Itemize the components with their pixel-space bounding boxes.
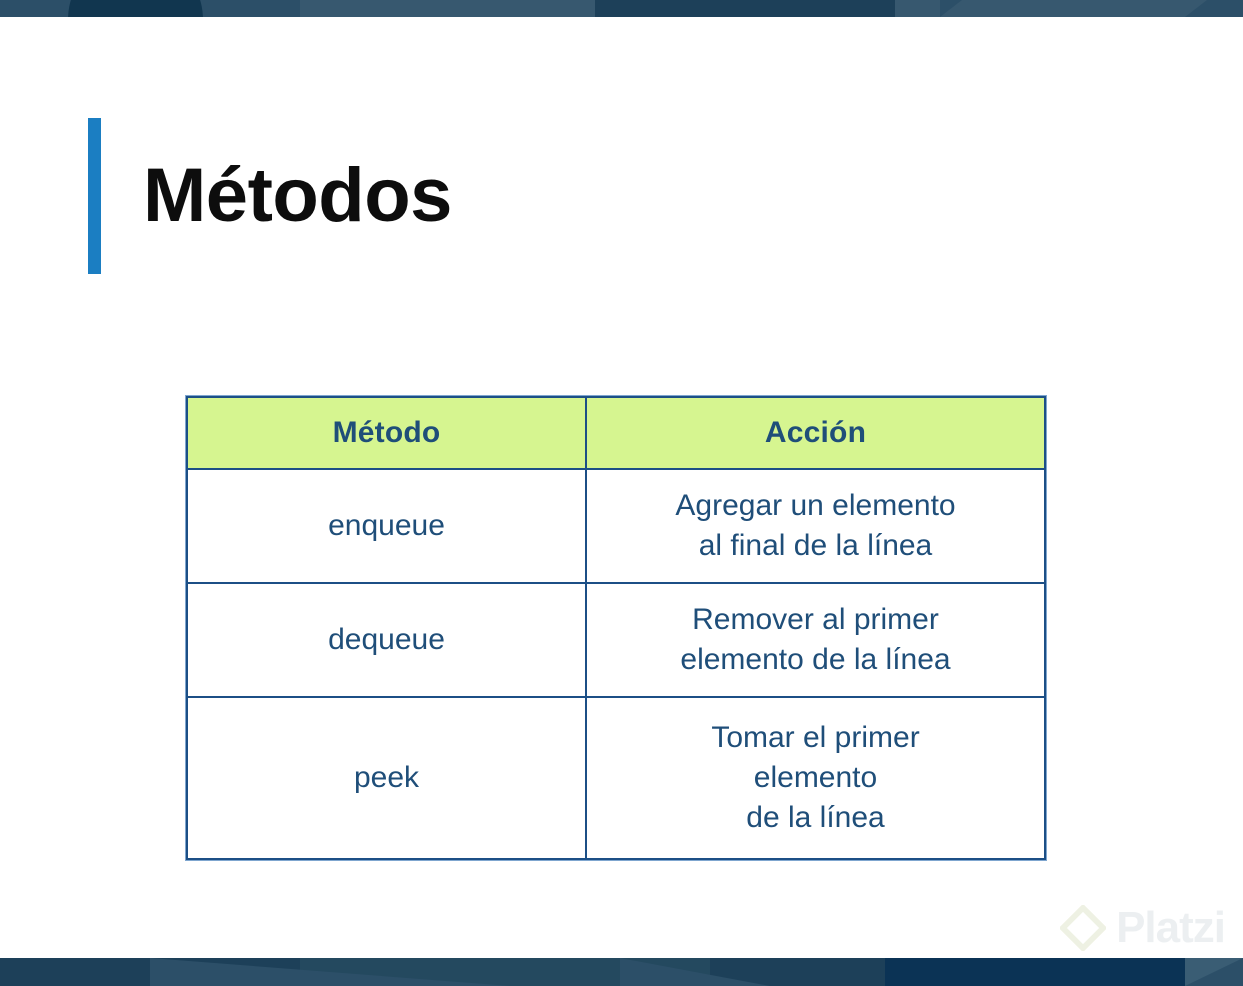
table-row: enqueue Agregar un elemento al final de … bbox=[186, 468, 1046, 584]
cell-method-name: enqueue bbox=[186, 468, 587, 584]
cell-action-description: Agregar un elemento al final de la línea bbox=[585, 468, 1046, 584]
action-line: de la línea bbox=[746, 800, 885, 834]
action-line: al final de la línea bbox=[698, 529, 933, 562]
column-header-metodo: Método bbox=[186, 396, 587, 470]
action-line: Agregar un elemento bbox=[675, 489, 956, 523]
bottom-bar-slant-motif-1 bbox=[150, 958, 510, 986]
action-line: elemento bbox=[753, 761, 878, 795]
page-title: Métodos bbox=[143, 153, 452, 238]
action-line: elemento de la línea bbox=[680, 643, 951, 676]
table-row: peek Tomar el primer elemento de la líne… bbox=[186, 696, 1046, 860]
watermark-label: Platzi bbox=[1116, 903, 1226, 952]
platzi-watermark: Platzi bbox=[1060, 903, 1226, 952]
action-line: Remover al primer bbox=[692, 603, 939, 637]
bottom-decorative-bar bbox=[0, 958, 1243, 986]
table-header-row: Método Acción bbox=[186, 396, 1046, 470]
cell-action-description: Tomar el primer elemento de la línea bbox=[585, 696, 1046, 860]
top-bar-block-3 bbox=[595, 0, 895, 17]
bottom-bar-slant-motif-3 bbox=[1185, 958, 1243, 986]
column-header-accion: Acción bbox=[585, 396, 1046, 470]
top-bar-block-2 bbox=[300, 0, 595, 17]
bottom-bar-block-4 bbox=[885, 958, 1185, 986]
top-bar-triangle-motif-2 bbox=[1185, 0, 1207, 17]
cell-method-name: peek bbox=[186, 696, 587, 860]
cell-method-name: dequeue bbox=[186, 582, 587, 698]
action-line: Tomar el primer bbox=[711, 721, 920, 755]
cell-action-description: Remover al primer elemento de la línea bbox=[585, 582, 1046, 698]
methods-table: Método Acción enqueue Agregar un element… bbox=[186, 396, 1046, 860]
top-bar-circle-motif bbox=[68, 0, 203, 17]
slide-title-group: Métodos bbox=[88, 118, 452, 274]
top-decorative-bar bbox=[0, 0, 1243, 17]
bottom-bar-slant-motif-2 bbox=[620, 958, 770, 986]
diamond-outline-icon bbox=[1060, 905, 1107, 951]
top-bar-triangle-motif-1 bbox=[940, 0, 962, 17]
table-row: dequeue Remover al primer elemento de la… bbox=[186, 582, 1046, 698]
top-bar-block-4 bbox=[895, 0, 1185, 17]
title-accent-bar bbox=[88, 118, 101, 274]
